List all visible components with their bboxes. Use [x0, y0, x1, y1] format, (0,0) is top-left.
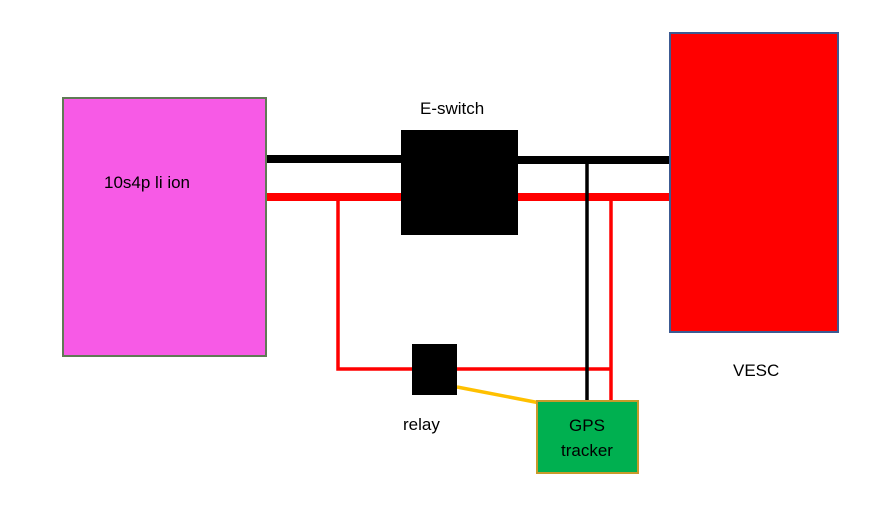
positive-wire-to-relay	[336, 197, 412, 371]
gps-tracker-label-line1: GPS	[569, 416, 605, 435]
relay-box	[412, 344, 457, 395]
vesc-box	[669, 32, 839, 333]
eswitch-label: E-switch	[420, 99, 484, 118]
vesc-label: VESC	[733, 361, 779, 380]
wires	[266, 155, 669, 405]
eswitch-box	[401, 130, 518, 235]
battery-box	[62, 97, 267, 357]
gps-tracker-box	[536, 400, 639, 474]
signal-wire-relay-gps	[456, 385, 541, 405]
battery-label: 10s4p li ion	[104, 173, 190, 192]
gps-tracker-label-line2: tracker	[561, 441, 613, 460]
relay-label: relay	[403, 415, 440, 434]
